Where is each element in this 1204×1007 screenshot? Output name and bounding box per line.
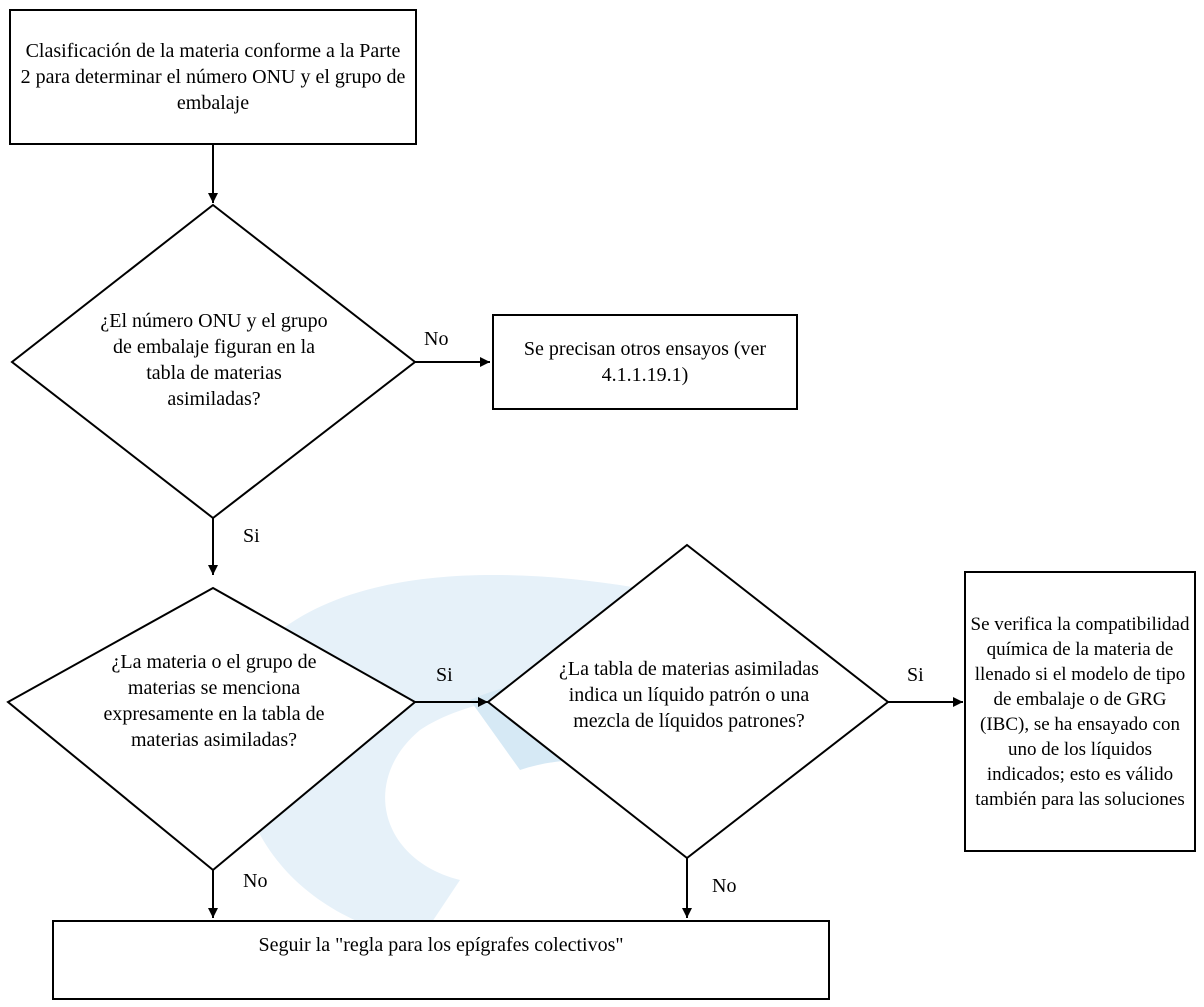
decision2-text: ¿La materia o el grupo de materias se me… bbox=[103, 651, 325, 751]
tests-text: Se precisan otros ensayos (ver 4.1.1.19.… bbox=[523, 338, 767, 386]
collective-text: Seguir la "regla para los epígrafes cole… bbox=[258, 934, 624, 956]
start-text: Clasificación de la materia conforme a l… bbox=[20, 40, 406, 114]
edge-label-d2-no: No bbox=[243, 870, 268, 892]
edge-label-d2-si: Si bbox=[436, 664, 453, 686]
decision3-text: ¿La tabla de materias asimiladas indica … bbox=[559, 658, 819, 732]
edge-label-d3-no: No bbox=[712, 875, 737, 897]
edge-label-d1-si: Si bbox=[243, 525, 260, 547]
verify-text: Se verifica la compatibilidad química de… bbox=[970, 613, 1190, 810]
edge-label-d3-si: Si bbox=[907, 664, 924, 686]
collective-box: Seguir la "regla para los epígrafes cole… bbox=[52, 920, 830, 1000]
decision1-text: ¿El número ONU y el grupo de embalaje fi… bbox=[100, 310, 328, 410]
tests-box: Se precisan otros ensayos (ver 4.1.1.19.… bbox=[492, 314, 798, 410]
edge-label-d1-no: No bbox=[424, 328, 449, 350]
start-box: Clasificación de la materia conforme a l… bbox=[9, 9, 417, 145]
verify-box: Se verifica la compatibilidad química de… bbox=[964, 571, 1196, 852]
